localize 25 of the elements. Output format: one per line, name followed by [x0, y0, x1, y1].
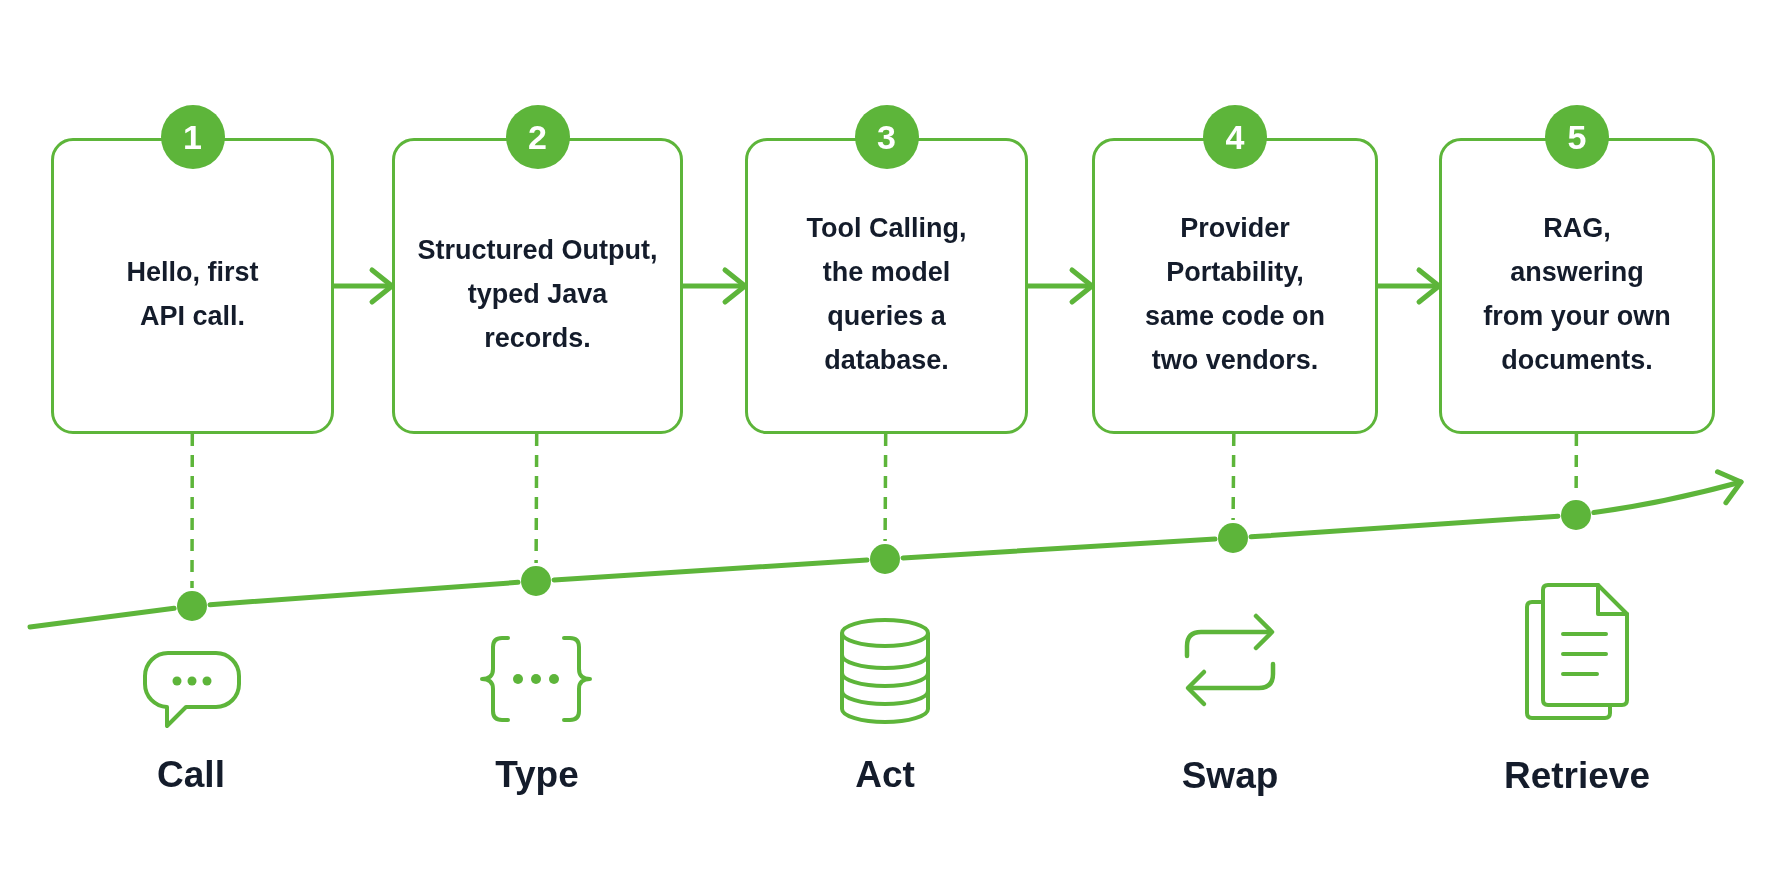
timeline-line [1248, 513, 1561, 540]
step-number-badge: 5 [1545, 105, 1609, 169]
dashed-connector [1231, 434, 1236, 520]
step-label: Act [855, 755, 915, 793]
step-label: Swap [1181, 756, 1279, 794]
step-description: Structured Output, typed Java records. [416, 234, 659, 355]
step-number-badge: 2 [505, 105, 570, 169]
step-description: Provider Portability, same code on two vendors. [1143, 212, 1327, 377]
step-number-badge: 4 [1203, 105, 1267, 169]
step-number-badge: 1 [160, 105, 225, 169]
dashed-connector [534, 434, 539, 563]
step-description: Tool Calling, the model queries a database. [805, 212, 968, 377]
dashed-connector [190, 434, 195, 588]
dashed-connector [883, 434, 888, 541]
timeline-arrow [1591, 469, 1744, 516]
step-description: Hello, first API call. [125, 256, 260, 333]
step-description: RAG, answering from your own documents. [1482, 212, 1672, 377]
timeline-line [207, 579, 521, 608]
step-number-badge: 3 [854, 105, 919, 169]
step-label: Retrieve [1504, 756, 1650, 794]
step-label: Type [495, 755, 579, 793]
timeline-line [551, 557, 870, 583]
timeline-line [900, 536, 1218, 561]
timeline-line [27, 605, 177, 630]
step-label: Call [157, 755, 225, 793]
